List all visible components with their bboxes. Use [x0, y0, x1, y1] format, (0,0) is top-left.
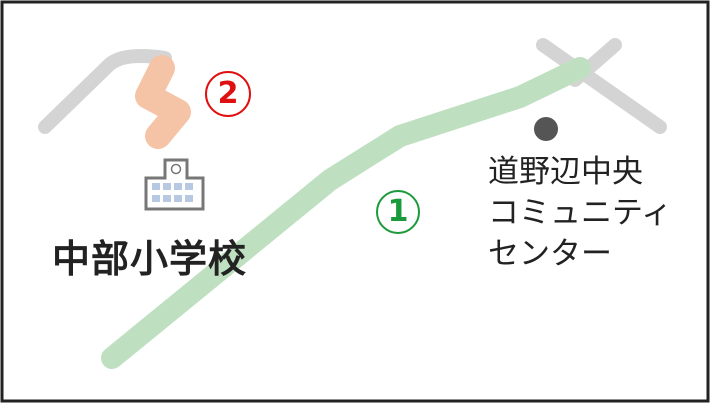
road-right-a: [536, 38, 667, 134]
route-2-marker-ring: [205, 71, 251, 117]
route-marker-number: 1: [387, 194, 409, 229]
route-2: [135, 55, 191, 149]
route-1: [101, 57, 591, 369]
facility-dot-icon: [534, 117, 558, 141]
route-1-marker-ring: [376, 190, 420, 234]
center-label-line-3: センター: [488, 236, 612, 272]
school-label: 中部小学校: [52, 237, 248, 281]
school-icon: [144, 158, 205, 211]
center-label-line-1: 道野辺中央: [488, 154, 643, 190]
route-1-marker: 1: [376, 190, 420, 243]
route-marker-number: 2: [217, 76, 239, 111]
center-label-line-2: コミュニティ: [488, 195, 673, 231]
community-center-label: 道野辺中央 コミュニティ センター: [488, 152, 672, 275]
route-2-marker: 2: [206, 72, 250, 125]
